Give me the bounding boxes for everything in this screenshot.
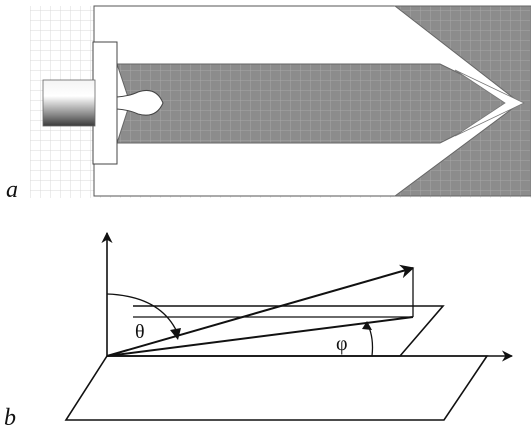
theta-arc — [106, 293, 178, 333]
horizontal-plane — [64, 355, 489, 421]
phi-arrowhead — [362, 321, 372, 330]
projected-vector — [106, 316, 414, 357]
outer-gray-region — [393, 5, 531, 197]
panel-b-diagram — [64, 231, 514, 421]
panel-a-label: a — [6, 177, 18, 203]
panel-b-label: b — [4, 405, 16, 431]
theta-label: θ — [135, 321, 145, 343]
theta-arrowhead — [170, 328, 181, 340]
cylinder-nozzle — [42, 79, 96, 127]
flange-plate — [92, 41, 118, 165]
inner-jet-region — [116, 63, 522, 144]
main-vector — [106, 264, 415, 357]
tip-gap — [454, 69, 525, 137]
panel-a-diagram — [30, 5, 531, 198]
phi-label: φ — [336, 333, 348, 355]
droplet-shape — [116, 89, 164, 116]
tilted-plane — [107, 305, 445, 357]
